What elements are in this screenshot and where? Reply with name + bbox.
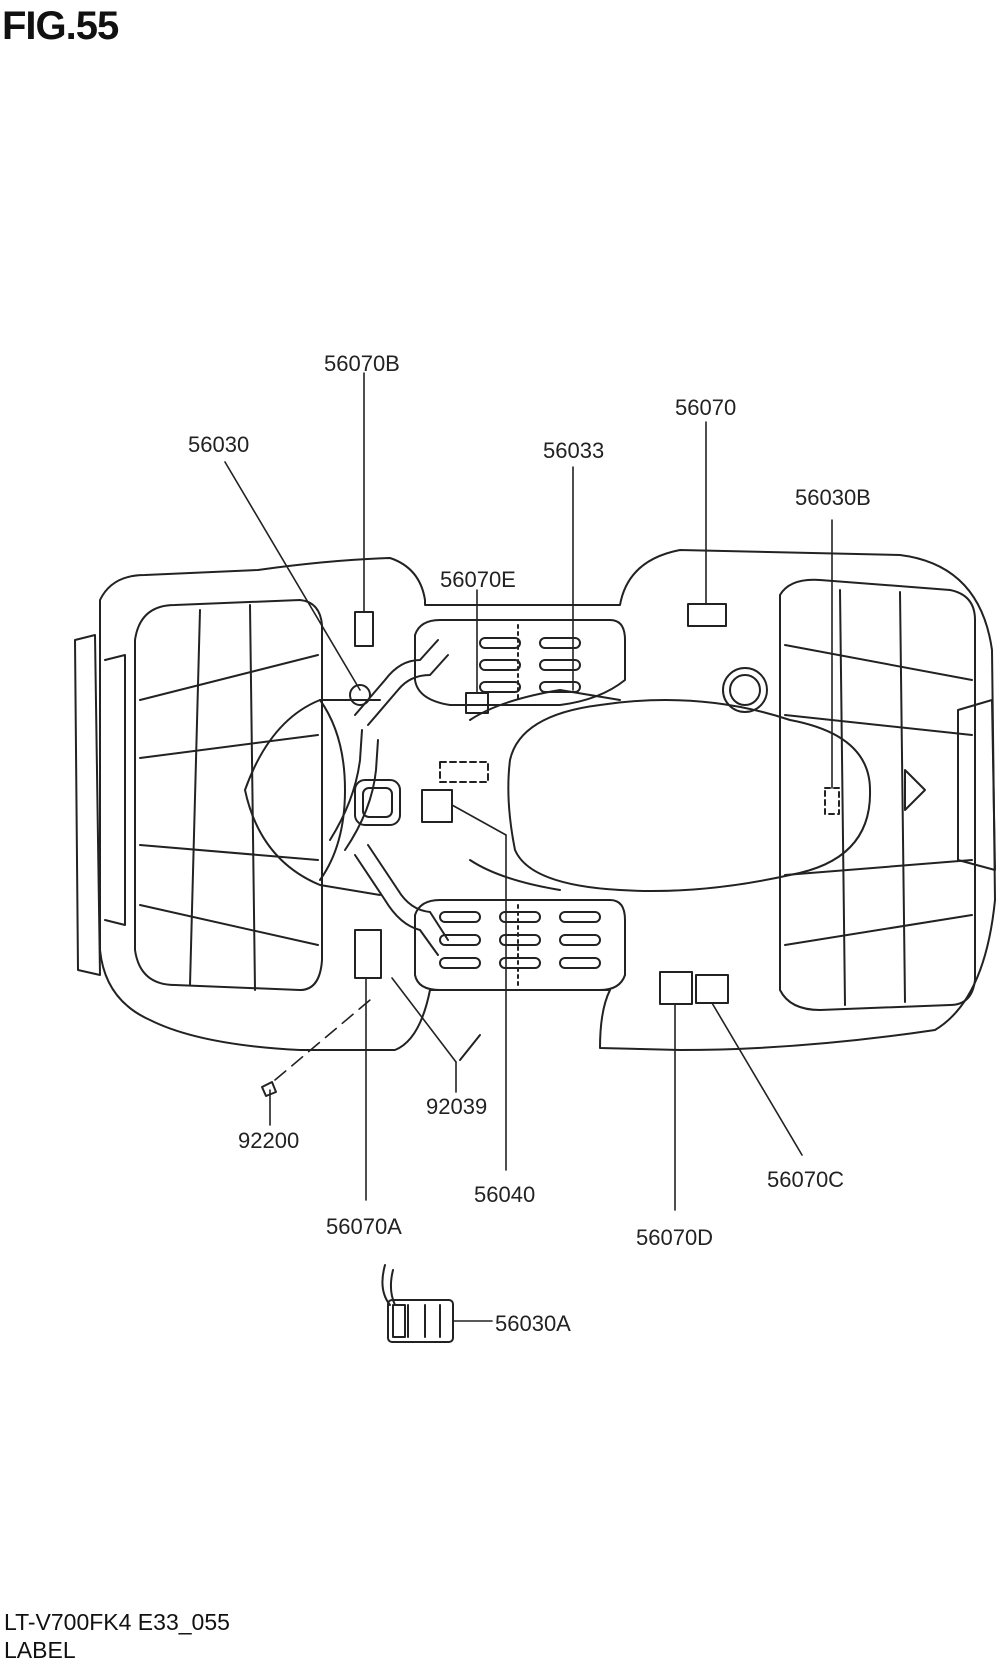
label-56070A-shape: [354, 929, 382, 979]
label-56030B-shape: [824, 787, 840, 815]
label-56070-shape: [687, 603, 727, 627]
label-92200: 92200: [238, 1128, 299, 1153]
label-56030A: 56030A: [495, 1311, 571, 1336]
label-56070B: 56070B: [324, 351, 400, 376]
label-56040: 56040: [474, 1182, 535, 1207]
figure-name: LABEL: [4, 1637, 76, 1663]
screw-92200: [261, 1081, 277, 1097]
model-code: LT-V700FK4 E33_055: [4, 1609, 230, 1635]
label-92039: 92039: [426, 1094, 487, 1119]
label-56040-shape: [421, 789, 453, 823]
label-56070C: 56070C: [767, 1167, 844, 1192]
label-56070D: 56070D: [636, 1225, 713, 1250]
label-56070E: 56070E: [440, 567, 516, 592]
lower-footboard: [414, 899, 626, 991]
label-56070C-shape: [695, 974, 729, 1004]
label-56070D-shape: [659, 971, 693, 1005]
callout-labels: 56070B 56030 56033 56070 56030B 56070E 9…: [188, 351, 871, 1336]
leader-lines: [224, 372, 833, 1322]
handlebar: [329, 639, 449, 956]
figure-title: FIG.55: [2, 4, 119, 48]
atv-body: [74, 549, 996, 1051]
part-56030A-inset: [381, 1264, 454, 1343]
fuel-cap: [722, 667, 768, 713]
label-56070B-shape: [354, 611, 374, 647]
upper-footboard: [414, 619, 626, 706]
label-56033: 56033: [543, 438, 604, 463]
meter: [354, 779, 401, 826]
seat: [507, 699, 872, 892]
rear-rack: [779, 578, 976, 1011]
label-56070A: 56070A: [326, 1214, 402, 1239]
front-rack: [134, 599, 323, 991]
label-56070E-shape: [465, 692, 489, 714]
label-56070: 56070: [675, 395, 736, 420]
label-56030-shape: [349, 684, 371, 706]
label-56030: 56030: [188, 432, 249, 457]
label-56030B: 56030B: [795, 485, 871, 510]
